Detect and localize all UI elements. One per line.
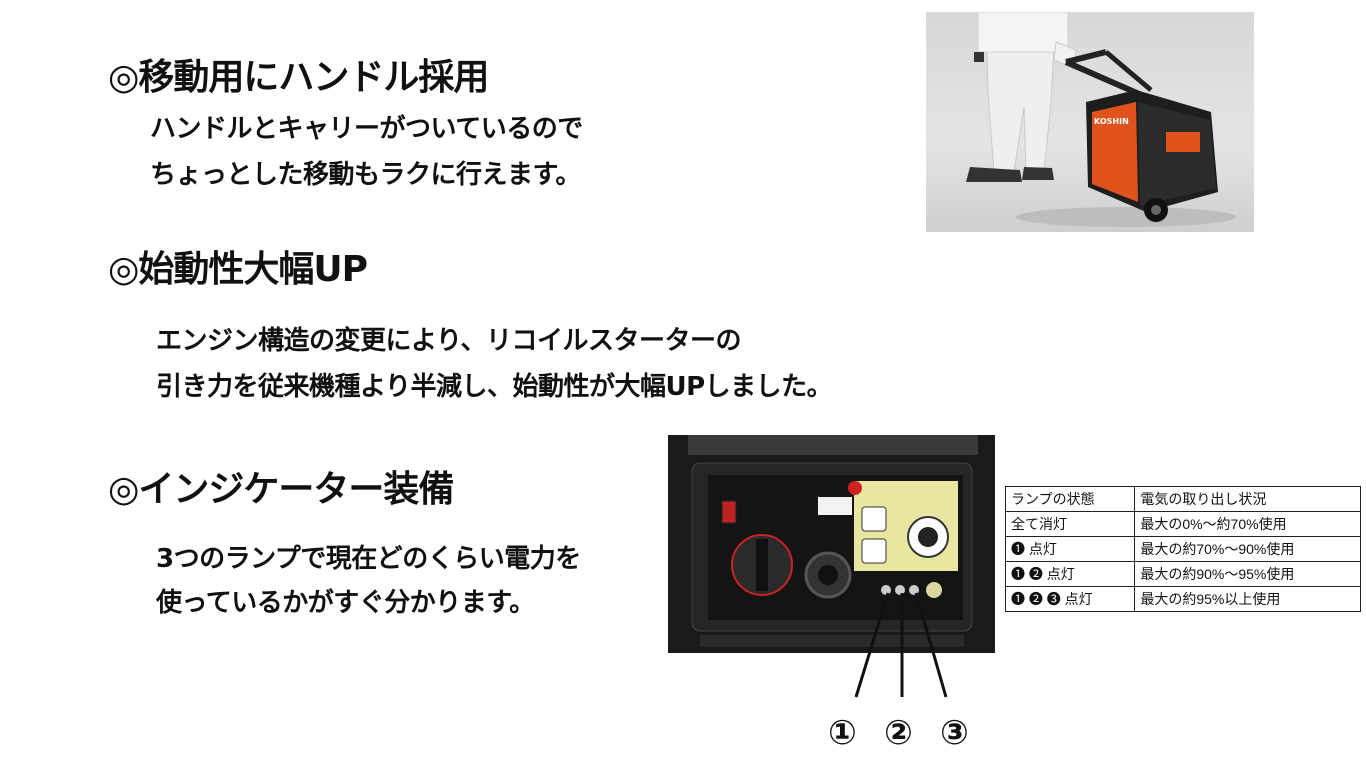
table-row: ❶ ❷ ❸ 点灯 最大の約95%以上使用	[1004, 586, 1361, 612]
control-panel-photo	[668, 435, 995, 653]
power-usage-cell: 最大の約90%～95%使用	[1134, 561, 1361, 587]
section1-heading: ◎移動用にハンドル採用	[108, 57, 489, 98]
lamp-state-cell: ❶ ❷ 点灯	[1004, 561, 1136, 587]
table-row: ❶ 点灯 最大の約70%～90%使用	[1004, 536, 1361, 562]
power-usage-cell: 最大の約95%以上使用	[1134, 586, 1361, 612]
callout-line-1	[854, 592, 890, 698]
power-usage-cell: 最大の0%～約70%使用	[1134, 511, 1361, 537]
table-row: ❶ ❷ 点灯 最大の約90%～95%使用	[1004, 561, 1361, 587]
power-usage-cell: 最大の約70%～90%使用	[1134, 536, 1361, 562]
section2-line2: 引き力を従来機種より半減し、始動性が大幅UPしました。	[156, 372, 833, 402]
section2-heading: ◎始動性大幅UP	[108, 249, 368, 290]
table-header-row: ランプの状態 電気の取り出し状況	[1004, 486, 1361, 512]
callout-line-3	[914, 592, 948, 698]
callout-lines	[854, 592, 948, 698]
section1-line2: ちょっとした移動もラクに行えます。	[150, 160, 581, 190]
table-header-power-usage: 電気の取り出し状況	[1134, 486, 1361, 512]
lamp-state-cell: ❶ ❷ ❸ 点灯	[1004, 586, 1136, 612]
section1-line1: ハンドルとキャリーがついているので	[150, 114, 583, 144]
generator-handle-illustration: KOSHIN	[966, 12, 1236, 227]
generator-brand-text: KOSHIN	[1094, 117, 1129, 126]
lamp-status-table: ランプの状態 電気の取り出し状況 全て消灯 最大の0%～約70%使用 ❶ 点灯 …	[1004, 486, 1361, 612]
section3-line2: 使っているかがすぐ分かります。	[156, 588, 535, 618]
callout-3: ③	[940, 713, 969, 753]
table-row: 全て消灯 最大の0%～約70%使用	[1004, 511, 1361, 537]
section2-line1: エンジン構造の変更により、リコイルスターターの	[156, 326, 741, 356]
generator-handle-photo: KOSHIN	[926, 12, 1254, 232]
section3-line1: 3つのランプで現在どのくらい電力を	[156, 544, 581, 574]
lamp-state-cell: ❶ 点灯	[1004, 536, 1136, 562]
lamp-state-cell: 全て消灯	[1004, 511, 1136, 537]
callout-2: ②	[884, 713, 913, 753]
callout-1: ①	[828, 713, 857, 753]
section3-heading: ◎インジケーター装備	[108, 469, 454, 510]
control-panel-illustration	[668, 435, 995, 653]
table-header-lamp-state: ランプの状態	[1004, 486, 1136, 512]
